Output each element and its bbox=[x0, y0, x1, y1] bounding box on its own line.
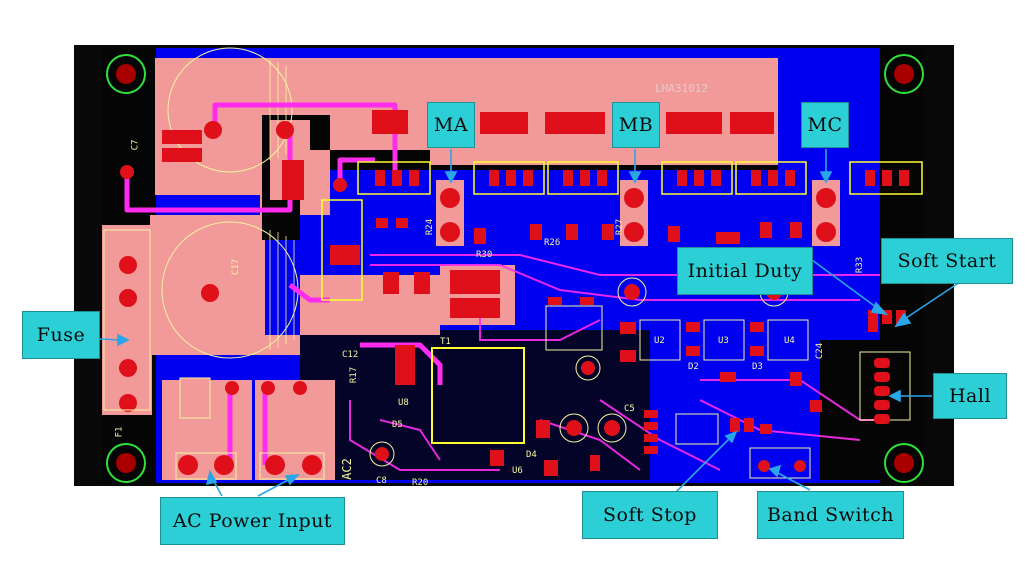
phase-output-pads bbox=[436, 180, 840, 246]
copper-pour-left bbox=[102, 215, 300, 355]
silk-r27: R27 bbox=[615, 218, 626, 236]
silk-u6: U6 bbox=[512, 466, 523, 476]
silk-r33: R33 bbox=[855, 256, 866, 274]
silk-u2: U2 bbox=[654, 336, 665, 346]
silk-r26: R26 bbox=[544, 238, 561, 248]
silk-r17: R17 bbox=[349, 366, 360, 384]
silk-c24: C24 bbox=[815, 342, 826, 360]
callout-ma: MA bbox=[427, 102, 475, 148]
silk-c7: C7 bbox=[130, 139, 141, 151]
silk-u4: U4 bbox=[784, 336, 795, 346]
silk-r24: R24 bbox=[425, 218, 436, 236]
callout-initial-duty: Initial Duty bbox=[677, 247, 813, 295]
callout-arrows bbox=[99, 149, 961, 497]
silk-r30: R30 bbox=[476, 250, 493, 260]
callout-band-switch: Band Switch bbox=[757, 491, 904, 539]
silk-d2: D2 bbox=[688, 362, 699, 372]
smd-components bbox=[376, 218, 906, 476]
transformer-t1 bbox=[431, 347, 525, 444]
silk-f1: F1 bbox=[114, 426, 125, 438]
board-id-label: LHA31012 bbox=[655, 82, 708, 95]
silk-c17: C17 bbox=[231, 258, 242, 276]
callout-hall: Hall bbox=[933, 373, 1007, 419]
silk-c8: C8 bbox=[376, 476, 387, 486]
callout-fuse: Fuse bbox=[22, 311, 100, 359]
callout-ac-power-input: AC Power Input bbox=[160, 497, 345, 545]
silk-d5: D5 bbox=[392, 420, 403, 430]
silk-c5: C5 bbox=[624, 404, 635, 414]
callout-soft-start: Soft Start bbox=[881, 238, 1013, 284]
silk-ac2: AC2 bbox=[339, 458, 354, 480]
hall-connector-pads bbox=[874, 358, 890, 424]
silk-r20: R20 bbox=[412, 478, 429, 488]
transistor-headers bbox=[357, 161, 923, 195]
silk-d4: D4 bbox=[526, 450, 537, 460]
silk-c12: C12 bbox=[342, 350, 359, 360]
fuse-f1-outline bbox=[103, 229, 151, 411]
traces bbox=[124, 102, 443, 465]
callout-soft-stop: Soft Stop bbox=[582, 491, 718, 539]
cap-c7-outline bbox=[167, 47, 293, 173]
silk-u3: U3 bbox=[718, 336, 729, 346]
silk-t1: T1 bbox=[440, 337, 451, 347]
silk-u8: U8 bbox=[398, 398, 409, 408]
mounting-holes bbox=[106, 54, 924, 483]
callout-mc: MC bbox=[801, 102, 849, 148]
silk-d3: D3 bbox=[752, 362, 763, 372]
callout-mb: MB bbox=[612, 102, 660, 148]
